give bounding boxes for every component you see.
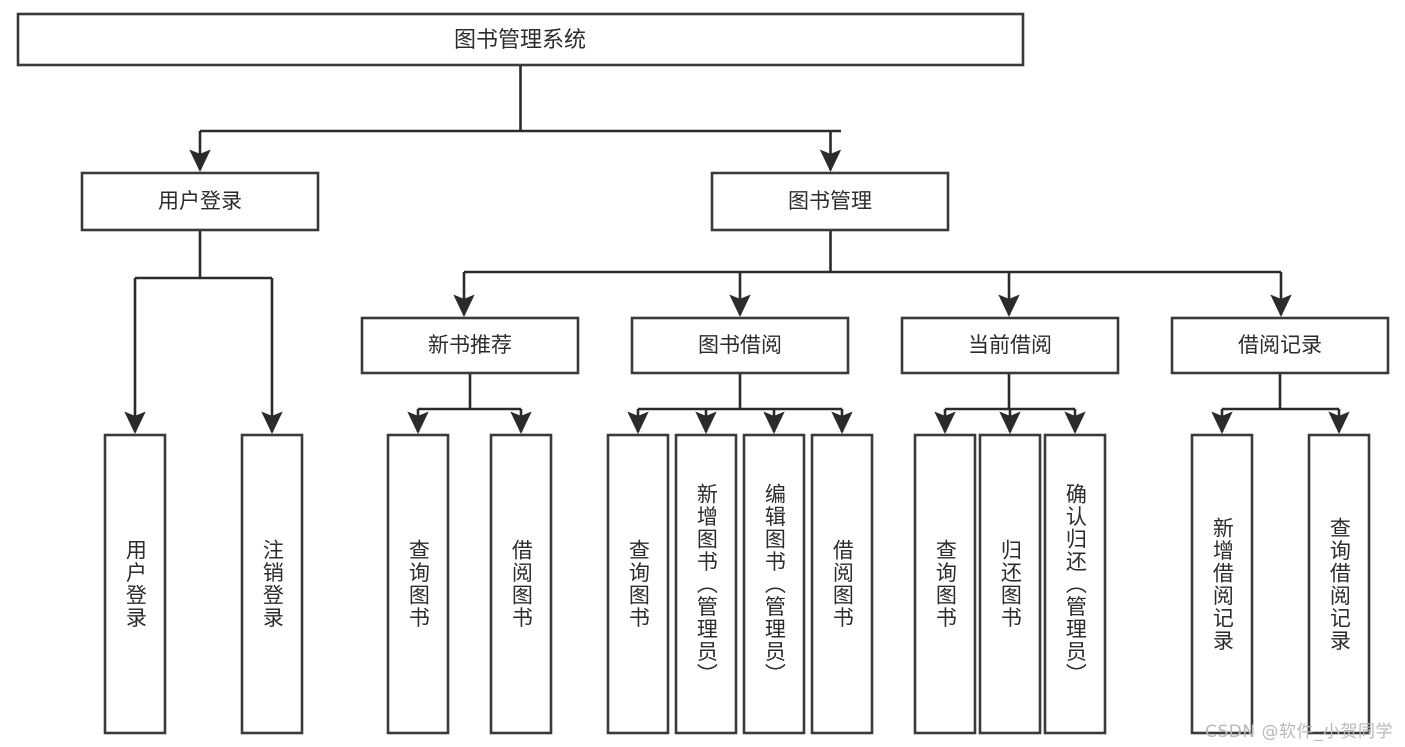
leaf-box-logout-login[interactable] — [240, 433, 304, 735]
node-new-book-recommend-box — [360, 316, 580, 375]
node-borrow-record-label: 借阅记录 — [1238, 333, 1322, 357]
connector-group-book-manage — [453, 230, 1292, 317]
leaf-box-return-book[interactable] — [978, 433, 1042, 735]
leaf-box-borrow-book-1[interactable] — [489, 433, 553, 735]
node-new-book-recommend[interactable]: 新书推荐 — [360, 316, 580, 375]
node-current-borrow-label: 当前借阅 — [968, 333, 1052, 357]
leaf-boxes-current-borrow — [913, 433, 1107, 735]
connector-group-borrow-record — [1211, 373, 1350, 434]
node-book-borrow[interactable]: 图书借阅 — [630, 316, 850, 375]
leaf-box-query-book-2[interactable] — [606, 433, 670, 735]
node-borrow-record-box — [1170, 316, 1390, 375]
leaf-box-query-record[interactable] — [1307, 433, 1371, 735]
connector-group-book-borrow — [627, 373, 853, 434]
leaf-box-confirm-return[interactable] — [1043, 433, 1107, 735]
connector-group-current-borrow — [934, 373, 1086, 434]
node-user-login[interactable]: 用户登录 — [80, 171, 320, 232]
node-borrow-record[interactable]: 借阅记录 — [1170, 316, 1390, 375]
leaf-box-edit-book[interactable] — [742, 433, 806, 735]
node-book-manage-box — [710, 171, 950, 232]
node-root-box — [16, 12, 1025, 67]
leaf-box-borrow-book-2[interactable] — [810, 433, 874, 735]
watermark-text: CSDN @软件_小贺同学 — [1205, 722, 1393, 742]
node-current-borrow-box — [900, 316, 1120, 375]
connector-group-new-book-recommend — [407, 373, 532, 434]
leaf-boxes-new-book-recommend — [386, 433, 553, 735]
node-root[interactable]: 图书管理系统 — [16, 12, 1025, 67]
leaf-box-add-book[interactable] — [674, 433, 738, 735]
leaf-boxes-borrow-record — [1190, 433, 1371, 735]
node-root-label: 图书管理系统 — [454, 28, 586, 53]
leaf-boxes-book-borrow — [606, 433, 874, 735]
leaf-boxes-user-login — [103, 433, 304, 735]
node-current-borrow[interactable]: 当前借阅 — [900, 316, 1120, 375]
leaf-box-add-record[interactable] — [1190, 433, 1254, 735]
node-book-manage[interactable]: 图书管理 — [710, 171, 950, 232]
node-book-manage-label: 图书管理 — [788, 189, 872, 213]
node-user-login-label: 用户登录 — [158, 189, 242, 213]
connector-group-root — [189, 65, 842, 172]
leaf-box-query-book-1[interactable] — [386, 433, 450, 735]
node-book-borrow-label: 图书借阅 — [698, 333, 782, 357]
node-user-login-box — [80, 171, 320, 232]
leaf-box-user-login[interactable] — [103, 433, 167, 735]
leaf-box-query-book-3[interactable] — [913, 433, 977, 735]
node-book-borrow-box — [630, 316, 850, 375]
node-new-book-recommend-label: 新书推荐 — [428, 333, 512, 357]
connector-group-user-login — [124, 230, 283, 434]
